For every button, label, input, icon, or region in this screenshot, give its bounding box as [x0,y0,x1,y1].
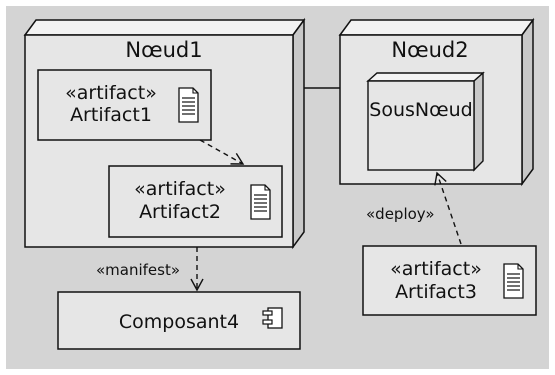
artifact-1: «artifact» Artifact1 [37,69,212,141]
artifact-2-name: Artifact2 [139,201,221,223]
artifact-3: «artifact» Artifact3 [362,245,537,316]
subnode: SousNœud [366,71,485,172]
document-icon [503,263,524,299]
node-2-title: Nœud2 [391,38,468,62]
deploy-label: «deploy» [366,205,435,223]
document-icon [178,87,199,123]
deploy-dependency [434,171,462,245]
component-4-name: Composant4 [119,311,239,333]
manifest-label: «manifest» [96,261,180,279]
artifact-1-name: Artifact1 [70,104,152,126]
document-icon [250,184,271,220]
artifact-3-stereotype: «artifact» [390,258,482,280]
subnode-title: SousNœud [369,99,472,121]
component-4: Composant4 [57,291,301,350]
artifact-1-stereotype: «artifact» [65,82,157,104]
artifact-3-name: Artifact3 [395,281,477,303]
node-1-title: Nœud1 [125,38,202,62]
artifact-2-stereotype: «artifact» [134,178,226,200]
artifact-2: «artifact» Artifact2 [108,165,283,238]
component-icon [262,307,283,329]
